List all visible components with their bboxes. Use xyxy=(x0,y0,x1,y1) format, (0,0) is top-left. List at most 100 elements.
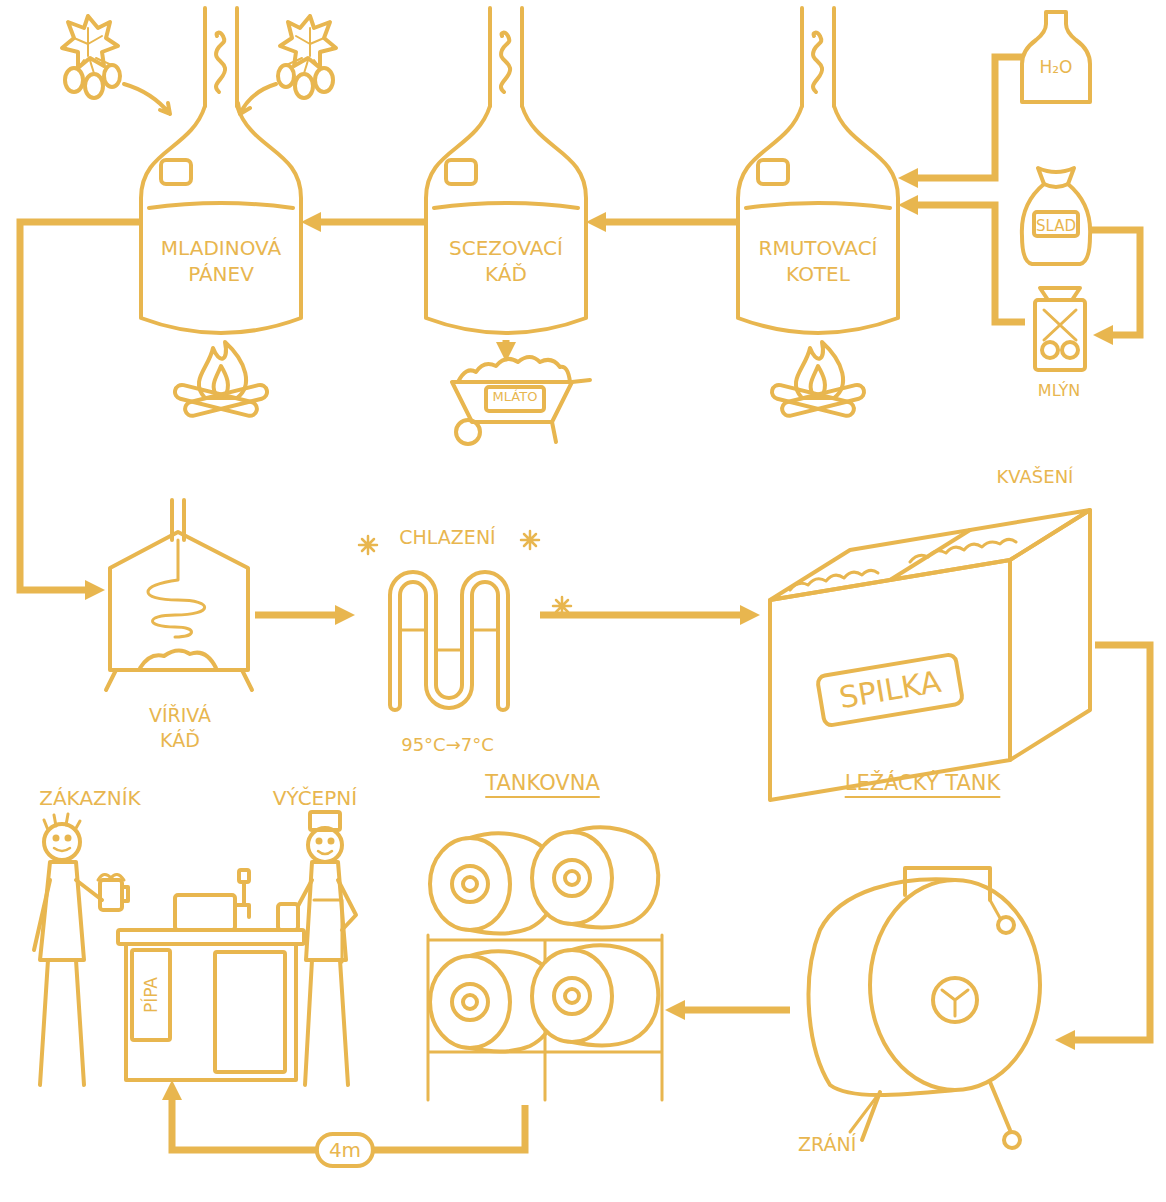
bartender-hat xyxy=(310,812,340,830)
node-label: RMUTOVACÍ KOTEL xyxy=(743,235,893,287)
wort-kettle: MLADINOVÁ PÁNEV xyxy=(141,105,301,340)
beer-mug xyxy=(278,904,298,930)
bar-front xyxy=(126,944,296,1080)
snowflake xyxy=(359,536,377,554)
mill-roller xyxy=(1042,342,1058,358)
malt-sack: SLAD xyxy=(1022,165,1090,265)
bartender-head xyxy=(308,828,342,862)
tank-wheel xyxy=(1004,1132,1020,1148)
hop-arrow xyxy=(238,84,276,114)
malt-sack-shape xyxy=(1022,168,1090,264)
whirlpool: VÍŘIVÁ KÁĎ xyxy=(105,515,255,765)
serving-tank xyxy=(532,945,658,1045)
beer-foam xyxy=(98,874,124,880)
flow-arrow xyxy=(540,612,740,619)
customer-hair xyxy=(44,814,80,830)
figure-label: VÝČEPNÍ xyxy=(250,785,380,811)
mill-box xyxy=(1035,300,1085,370)
flow-arrow xyxy=(918,57,1022,178)
flow-arrow xyxy=(1075,645,1150,1040)
node-label: MLÁTO xyxy=(486,389,544,406)
cooler: CHLAZENÍ95°C→7°C xyxy=(355,525,540,760)
flow-arrow xyxy=(606,219,738,226)
smile xyxy=(54,848,70,851)
customer-legs xyxy=(40,960,84,1085)
node-label: ZRÁNÍ xyxy=(798,1132,898,1157)
bar-top xyxy=(118,930,304,944)
lauter-tun-drawing xyxy=(426,8,586,333)
node-label: SLAD xyxy=(1022,217,1090,237)
node-label: VÍŘIVÁ KÁĎ xyxy=(135,703,225,752)
node-label: PÍPA xyxy=(140,955,162,1035)
cooler-coil-inner xyxy=(395,577,503,705)
fire xyxy=(173,342,268,417)
eye xyxy=(55,837,58,840)
foam xyxy=(790,570,878,590)
whirlpool-body xyxy=(110,532,248,670)
tap-spout xyxy=(235,905,249,917)
bar-panel xyxy=(215,952,285,1072)
beer-mug xyxy=(100,880,122,910)
node-label: SCEZOVACÍ KÁĎ xyxy=(431,235,581,287)
barrow-tray xyxy=(452,382,572,422)
snowflake xyxy=(521,531,539,549)
whirlpool-sediment xyxy=(140,650,216,668)
customer-arms xyxy=(34,880,102,950)
lager-tank-end xyxy=(870,880,1040,1090)
apron xyxy=(314,900,342,962)
node-label: MLÝN xyxy=(1025,381,1093,402)
hops xyxy=(278,16,336,98)
leader-line xyxy=(850,1095,878,1132)
bartender-arms xyxy=(298,880,356,930)
cooler-coil xyxy=(395,577,503,705)
tank-room: TANKOVNA xyxy=(420,770,665,1105)
fermenter-side xyxy=(1010,510,1090,760)
snowflake xyxy=(553,597,571,615)
mash-kettle: RMUTOVACÍ KOTEL xyxy=(738,105,898,340)
hop-arrow xyxy=(124,84,170,114)
flow-arrow xyxy=(255,612,335,619)
cooler-rung xyxy=(402,630,496,650)
mash-kettle-drawing xyxy=(738,8,898,333)
serving-tank xyxy=(532,827,658,927)
sack-tie xyxy=(1044,184,1068,187)
bartender-legs xyxy=(305,960,348,1085)
foam xyxy=(910,539,1016,562)
node-label: SPILKA xyxy=(808,657,972,722)
node-label: LEŽÁCKÝ TANK xyxy=(790,770,1055,797)
gauge-pipe xyxy=(990,900,1000,918)
spent-grain-barrow: MLÁTO xyxy=(445,362,575,447)
distance-label: 4m xyxy=(315,1132,375,1168)
barrow-wheel xyxy=(456,420,480,444)
lager-tank-valve xyxy=(933,978,977,1022)
mug-handle xyxy=(122,887,128,901)
barrow-plate xyxy=(486,387,544,411)
node-label: TANKOVNA xyxy=(420,770,665,797)
eye xyxy=(318,840,321,843)
flow-arrow xyxy=(918,205,1025,322)
mill: MLÝN xyxy=(1025,283,1093,408)
wort-kettle-drawing xyxy=(141,8,301,333)
mill-roller xyxy=(1062,342,1078,358)
lager-tank-pipe xyxy=(905,868,990,900)
customer-body xyxy=(40,862,84,960)
fermenter-front xyxy=(770,560,1010,800)
tap-tower xyxy=(175,895,235,930)
fermenter: KVAŠENÍ SPILKA xyxy=(760,465,1095,805)
node-label: 95°C→7°C xyxy=(355,733,540,756)
flow-arrow xyxy=(503,340,510,342)
bar-panel xyxy=(132,950,170,1040)
spent-grain-pile xyxy=(458,357,570,382)
figure-label: ZÁKAZNÍK xyxy=(15,785,165,811)
flow-arrow xyxy=(321,219,426,226)
lager-tank: LEŽÁCKÝ TANK ZRÁNÍ xyxy=(790,770,1055,1170)
flow-arrow xyxy=(20,222,141,590)
node-label: KVAŠENÍ xyxy=(975,465,1095,488)
smile xyxy=(318,851,332,854)
mill-cross xyxy=(1044,310,1076,340)
water-bottle-shape xyxy=(1022,12,1090,102)
hops xyxy=(62,16,120,98)
lager-tank-leg xyxy=(862,1082,1010,1140)
